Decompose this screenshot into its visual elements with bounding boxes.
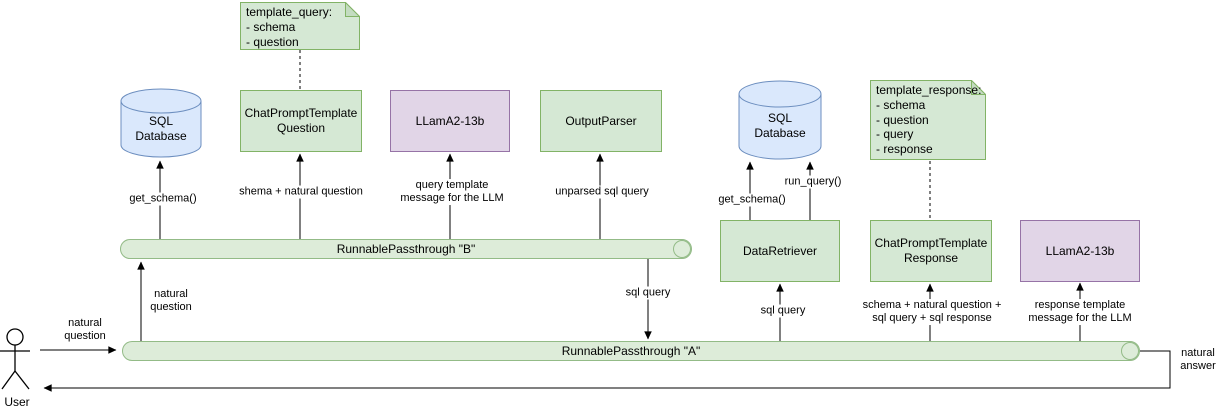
runnable-passthrough-a-label: RunnablePassthrough "A" <box>561 344 701 358</box>
llama2-13b-left-box: LLamA2-13b <box>390 90 510 152</box>
pipe-end-cap-icon <box>673 240 691 258</box>
sql-database-left-label: SQL Database <box>135 114 187 143</box>
chat-prompt-template-question-box: ChatPromptTemplate Question <box>240 90 362 152</box>
edge-label-schema-question-query-response: schema + natural question + sql query + … <box>860 299 1004 325</box>
edge-label-query-template-message: query template message for the LLM <box>398 179 506 205</box>
database-cylinder-icon <box>738 80 822 160</box>
user-label: User <box>4 395 30 409</box>
sql-database-right: SQL Database <box>738 80 822 160</box>
note-shape-icon <box>240 1 361 50</box>
runnable-passthrough-b-pipe: RunnablePassthrough "B" <box>120 239 692 259</box>
user-actor <box>0 328 34 392</box>
sql-database-right-label: SQL Database <box>754 111 806 140</box>
stick-figure-icon <box>0 328 30 390</box>
data-retriever-box: DataRetriever <box>720 220 840 282</box>
note-template-response: template_response: - schema - question -… <box>870 79 987 160</box>
edge-label-unparsed-sql-query: unparsed sql query <box>553 185 651 199</box>
edge-label-sql-query-up: sql query <box>758 304 808 318</box>
runnable-passthrough-b-label: RunnablePassthrough "B" <box>336 242 476 256</box>
database-cylinder-icon <box>120 88 202 158</box>
output-parser-box: OutputParser <box>540 90 662 152</box>
edge-label-natural-answer: natural answer <box>1178 347 1216 373</box>
chat-prompt-template-response-box: ChatPromptTemplate Response <box>870 220 992 282</box>
note-shape-icon <box>870 79 987 160</box>
note-template-response-text: template_response: - schema - question -… <box>876 83 982 156</box>
edge-label-natural-question-user: natural question <box>62 317 108 343</box>
edge-label-run-query: run_query() <box>782 175 844 189</box>
llama2-13b-right-box: LLamA2-13b <box>1020 220 1140 282</box>
pipe-end-cap-icon <box>1121 342 1139 360</box>
note-template-query: template_query: - schema - question <box>240 1 361 50</box>
edge-label-natural-question-a-to-b: natural question <box>148 288 194 314</box>
sql-database-left: SQL Database <box>120 88 202 158</box>
edge-label-response-template-message: response template message for the LLM <box>1026 299 1134 325</box>
runnable-passthrough-a-pipe: RunnablePassthrough "A" <box>122 341 1140 361</box>
edge-label-shema-natural-question: shema + natural question <box>237 185 365 199</box>
edge-natural-answer <box>43 350 1171 392</box>
edge-label-get-schema-left: get_schema() <box>127 192 199 206</box>
note-template-query-text: template_query: - schema - question <box>246 5 333 49</box>
edge-label-sql-query-down: sql query <box>623 286 673 300</box>
edge-label-get-schema-right: get_schema() <box>716 193 788 207</box>
